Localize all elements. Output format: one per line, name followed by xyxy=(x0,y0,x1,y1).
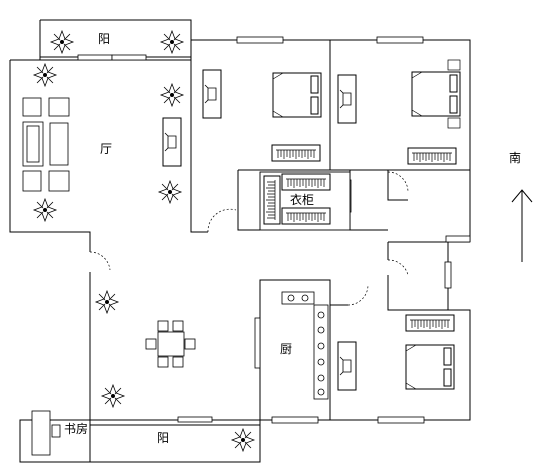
kitchen-label: 厨 xyxy=(280,342,292,356)
bed-icon xyxy=(411,71,461,117)
tv-icon xyxy=(337,341,357,391)
walls xyxy=(9,19,471,463)
tv-icon xyxy=(337,74,357,124)
sofa-icon xyxy=(22,97,70,192)
top-balcony-label: 阳 xyxy=(98,32,110,46)
bottom-balcony-label: 阳 xyxy=(157,431,169,445)
wardrobe-rail xyxy=(271,144,321,162)
south-label: 南 xyxy=(509,150,521,165)
tv-icon xyxy=(202,69,222,119)
windows xyxy=(77,36,471,424)
study-label: 书房 xyxy=(64,421,88,436)
wardrobe xyxy=(259,171,351,231)
doors xyxy=(89,171,409,306)
stove-icon xyxy=(281,291,329,400)
tv-icon xyxy=(162,117,182,167)
living-room-label: 厅 xyxy=(100,142,112,156)
north-arrow-icon xyxy=(511,189,533,262)
study-desk xyxy=(31,410,61,456)
dining-table-icon xyxy=(145,320,196,368)
bed-icon xyxy=(272,72,322,118)
wardrobe-rail xyxy=(407,147,457,165)
wardrobe-label: 衣柜 xyxy=(290,192,314,207)
wardrobe-rail xyxy=(405,314,455,332)
bed-icon xyxy=(405,344,455,390)
